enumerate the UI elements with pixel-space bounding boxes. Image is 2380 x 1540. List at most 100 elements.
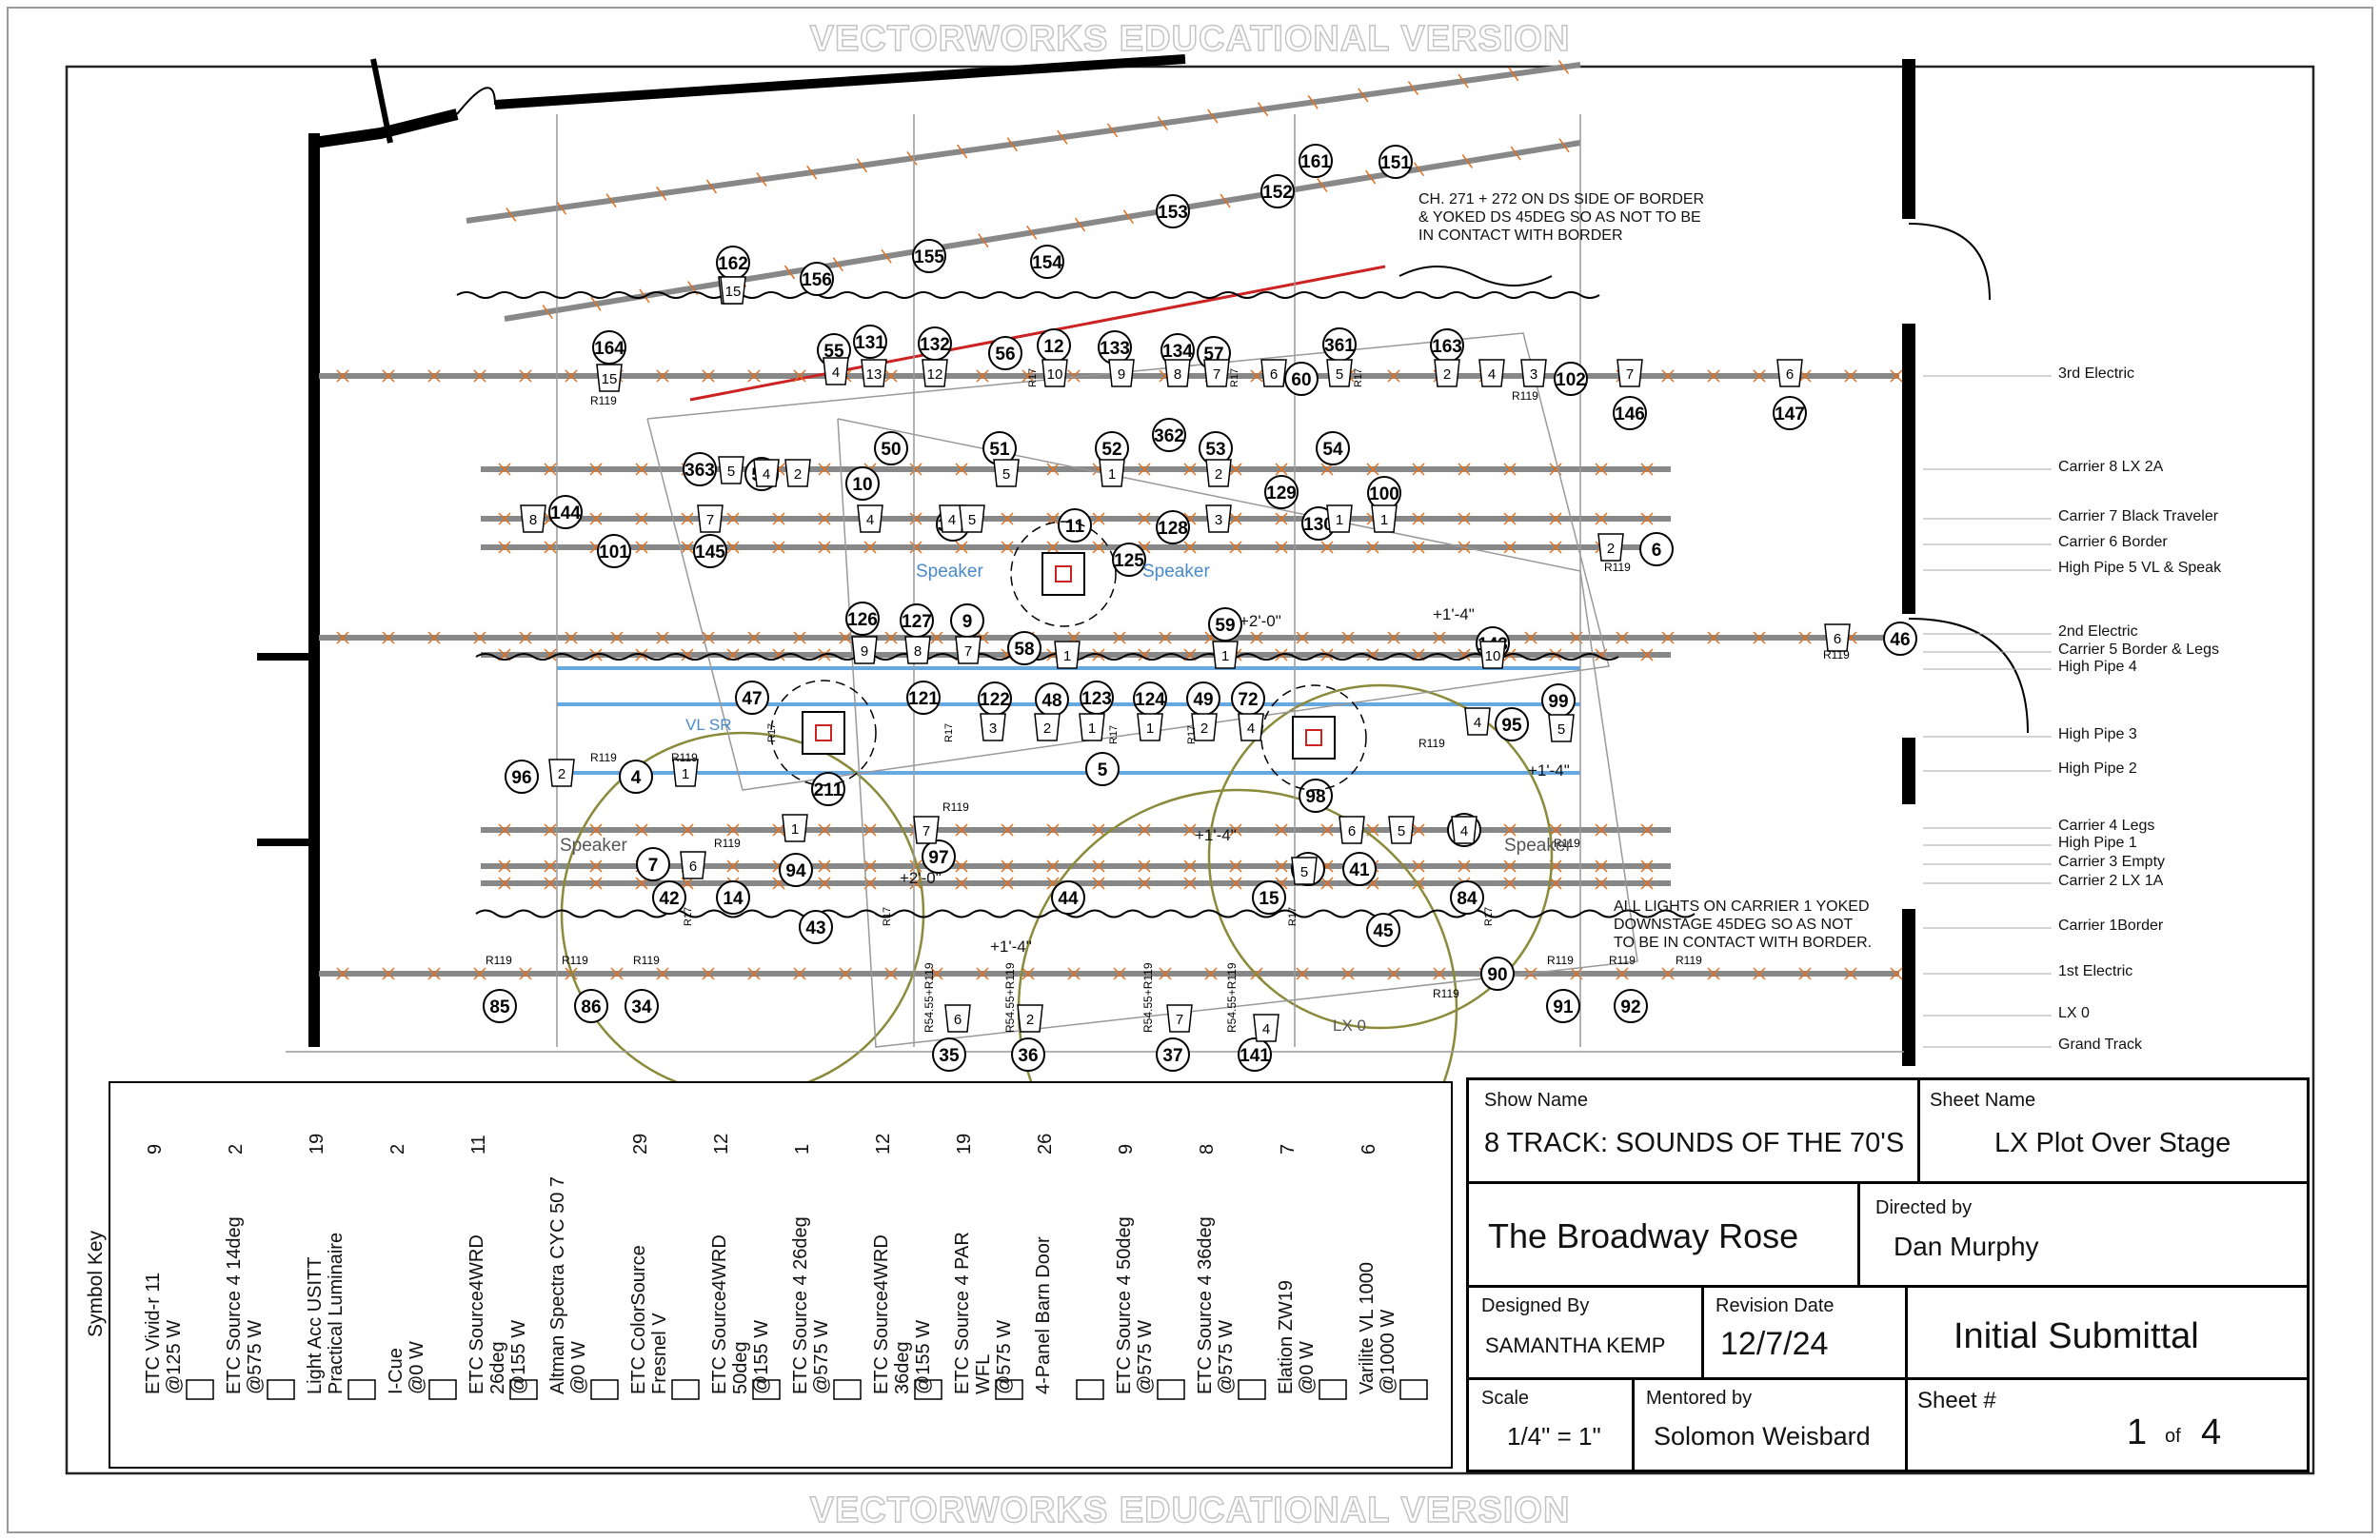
channel-35[interactable]: 35 (932, 1037, 966, 1072)
channel-155[interactable]: 155 (912, 239, 946, 273)
fixture-unit[interactable]: 1 (1079, 713, 1105, 741)
fixture-unit[interactable]: 12 (922, 359, 948, 387)
fixture-unit[interactable]: 4 (1464, 707, 1491, 736)
channel-94[interactable]: 94 (779, 853, 813, 887)
fixture-unit[interactable]: 1 (1326, 504, 1353, 533)
channel-99[interactable]: 99 (1541, 683, 1576, 718)
fixture-unit[interactable]: 2 (1017, 1004, 1043, 1033)
fixture-unit[interactable]: 3 (1520, 359, 1547, 387)
fixture-unit[interactable]: 5 (1388, 816, 1415, 844)
fixture-unit[interactable]: 5 (1291, 857, 1318, 885)
channel-59[interactable]: 59 (1208, 607, 1242, 642)
fixture-unit[interactable]: 15 (596, 364, 623, 392)
fixture-unit[interactable]: 2 (548, 759, 575, 787)
channel-91[interactable]: 91 (1546, 989, 1580, 1023)
fixture-unit[interactable]: 7 (697, 504, 724, 533)
fixture-unit[interactable]: 2 (1191, 713, 1218, 741)
fixture-unit[interactable]: 6 (1776, 359, 1803, 387)
channel-147[interactable]: 147 (1773, 396, 1807, 430)
channel-163[interactable]: 163 (1430, 328, 1464, 363)
channel-96[interactable]: 96 (505, 760, 539, 794)
fixture-unit[interactable]: 6 (680, 851, 706, 879)
channel-11[interactable]: 11 (1058, 508, 1092, 543)
channel-126[interactable]: 126 (845, 602, 880, 636)
fixture-unit[interactable]: 2 (1434, 359, 1460, 387)
channel-363[interactable]: 363 (683, 452, 717, 486)
channel-101[interactable]: 101 (597, 534, 631, 568)
channel-133[interactable]: 133 (1098, 330, 1132, 365)
channel-134[interactable]: 134 (1160, 333, 1195, 367)
channel-164[interactable]: 164 (592, 330, 626, 365)
fixture-unit[interactable]: 6 (1824, 623, 1851, 652)
channel-130[interactable]: 130 (1301, 506, 1336, 541)
fixture-unit[interactable]: 7 (1616, 359, 1643, 387)
fixture-unit[interactable]: 2 (1597, 533, 1624, 562)
fixture-unit[interactable]: 15 (720, 276, 746, 305)
channel-47[interactable]: 47 (735, 681, 769, 715)
varilite-fixture-2[interactable] (770, 680, 877, 786)
channel-10[interactable]: 10 (845, 466, 880, 501)
channel-102[interactable]: 102 (1554, 362, 1588, 396)
channel-124[interactable]: 124 (1133, 681, 1167, 716)
fixture-unit[interactable]: 5 (993, 459, 1020, 487)
channel-5[interactable]: 5 (1085, 752, 1120, 786)
fixture-unit[interactable]: 7 (913, 816, 940, 844)
channel-37[interactable]: 37 (1156, 1037, 1190, 1072)
fixture-unit[interactable]: 10 (1041, 359, 1068, 387)
channel-14[interactable]: 14 (716, 880, 750, 915)
fixture-unit[interactable]: 13 (861, 359, 887, 387)
channel-153[interactable]: 153 (1156, 194, 1190, 228)
channel-145[interactable]: 145 (693, 534, 727, 568)
fixture-unit[interactable]: 2 (784, 459, 811, 487)
fixture-unit[interactable]: 4 (939, 504, 965, 533)
channel-54[interactable]: 54 (1316, 431, 1350, 465)
channel-144[interactable]: 144 (548, 495, 583, 529)
fixture-unit[interactable]: 2 (1034, 713, 1061, 741)
channel-361[interactable]: 361 (1322, 327, 1357, 362)
fixture-unit[interactable]: 1 (1099, 459, 1125, 487)
fixture-unit[interactable]: 4 (823, 357, 849, 385)
fixture-unit[interactable]: 1 (782, 814, 808, 842)
fixture-unit[interactable]: 8 (904, 636, 931, 664)
channel-211[interactable]: 211 (811, 772, 845, 806)
fixture-unit[interactable]: 3 (980, 713, 1006, 741)
channel-98[interactable]: 98 (1299, 779, 1333, 813)
fixture-unit[interactable]: 4 (857, 504, 883, 533)
fixture-unit[interactable]: 7 (1166, 1004, 1193, 1033)
channel-36[interactable]: 36 (1011, 1037, 1045, 1072)
fixture-unit[interactable]: 10 (1479, 641, 1506, 669)
fixture-unit[interactable]: 1 (672, 759, 699, 787)
channel-50[interactable]: 50 (874, 431, 908, 465)
fixture-unit[interactable]: 6 (1260, 359, 1287, 387)
channel-141[interactable]: 141 (1238, 1037, 1272, 1072)
channel-161[interactable]: 161 (1299, 144, 1333, 178)
fixture-unit[interactable]: 9 (851, 636, 878, 664)
fixture-unit[interactable]: 1 (1371, 504, 1398, 533)
channel-146[interactable]: 146 (1613, 396, 1647, 430)
fixture-unit[interactable]: 5 (718, 456, 744, 484)
fixture-unit[interactable]: 6 (1339, 816, 1365, 844)
channel-151[interactable]: 151 (1378, 145, 1413, 179)
channel-90[interactable]: 90 (1480, 957, 1515, 991)
channel-128[interactable]: 128 (1156, 510, 1190, 544)
channel-58[interactable]: 58 (1007, 631, 1041, 665)
channel-86[interactable]: 86 (574, 989, 608, 1023)
channel-84[interactable]: 84 (1450, 880, 1484, 915)
channel-46[interactable]: 46 (1883, 622, 1917, 656)
channel-15[interactable]: 15 (1252, 880, 1286, 915)
channel-121[interactable]: 121 (906, 681, 941, 715)
channel-41[interactable]: 41 (1342, 852, 1377, 886)
channel-122[interactable]: 122 (978, 681, 1012, 716)
channel-52[interactable]: 52 (1095, 431, 1129, 465)
fixture-unit[interactable]: 4 (753, 459, 780, 487)
channel-34[interactable]: 34 (625, 989, 659, 1023)
fixture-unit[interactable]: 8 (520, 504, 546, 533)
channel-123[interactable]: 123 (1080, 681, 1114, 715)
fixture-unit[interactable]: 5 (1548, 714, 1575, 742)
channel-51[interactable]: 51 (982, 431, 1017, 465)
fixture-unit[interactable]: 4 (1238, 713, 1264, 741)
channel-131[interactable]: 131 (853, 325, 887, 359)
channel-162[interactable]: 162 (716, 246, 750, 280)
varilite-fixture-1[interactable] (1010, 521, 1117, 627)
channel-125[interactable]: 125 (1112, 543, 1146, 577)
